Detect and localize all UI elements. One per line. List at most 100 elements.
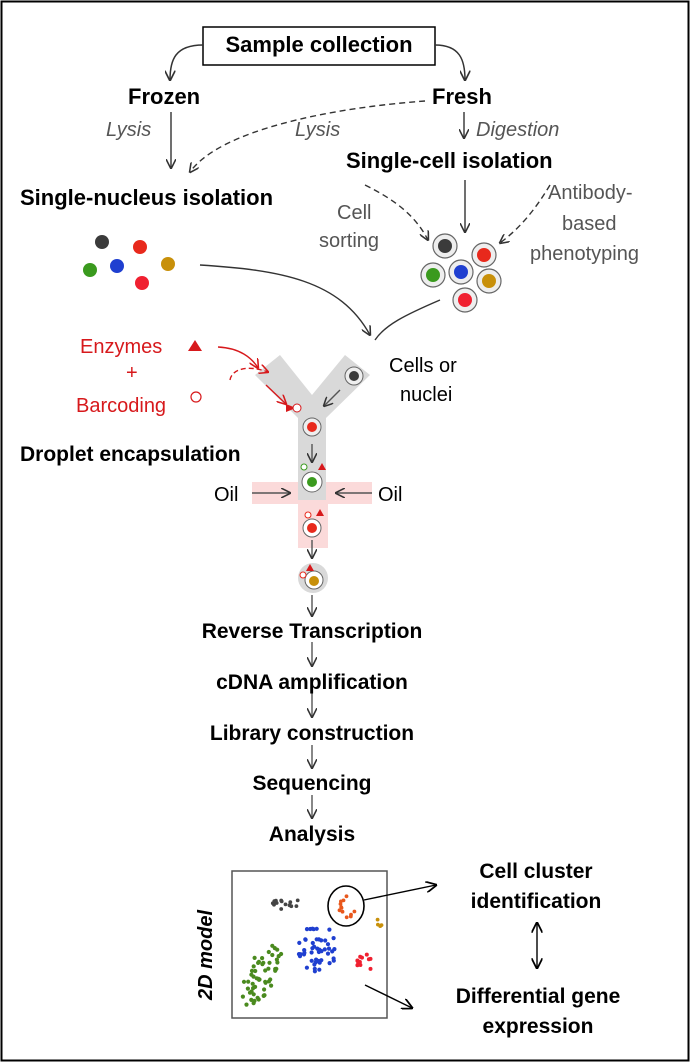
scatter-point [325, 951, 331, 956]
scatter-point [279, 907, 284, 911]
scatter-point [326, 946, 332, 951]
arrow-fresh-lysis [190, 100, 426, 172]
scatter-point [275, 960, 280, 965]
cell-sorting-label-1: Cell [337, 202, 372, 224]
arrow-cells-to-chip [374, 299, 441, 341]
scatter-point [269, 983, 274, 988]
scatter-point [275, 947, 280, 952]
scatter-point [270, 952, 275, 958]
step-analysis: Analysis [268, 823, 356, 846]
enzyme-triangle [306, 564, 314, 571]
nucleus-dot [83, 263, 97, 277]
scatter-point [331, 956, 336, 961]
droplet-encapsulation-label: Droplet encapsulation [20, 443, 241, 466]
nuclei-label: nuclei [400, 384, 453, 406]
scatter-point [266, 949, 271, 955]
barcode-bead [292, 403, 302, 413]
scatter-point [366, 957, 371, 962]
barcode-bead [190, 391, 202, 403]
cell-cluster-label-2: identification [470, 890, 602, 913]
scatter-point [251, 964, 256, 969]
lysis-right-label: Lysis [295, 119, 341, 141]
scatter-point [349, 912, 353, 917]
single-cell-isolation-label: Single-cell isolation [346, 148, 553, 173]
nucleus-dot [135, 276, 149, 290]
cell-cluster-label-1: Cell cluster [479, 860, 593, 883]
scatter-point [364, 952, 369, 957]
scatter-point [279, 951, 284, 957]
nucleus-dot [95, 235, 109, 249]
single-nucleus-isolation-label: Single-nucleus isolation [20, 185, 274, 210]
scatter-point [352, 909, 357, 914]
scatter-point [267, 960, 272, 965]
scatter-point [240, 994, 245, 999]
sample-collection-label: Sample collection [225, 32, 413, 57]
scatter-point [253, 968, 258, 974]
scatter-point [379, 923, 384, 927]
barcoding-label: Barcoding [76, 395, 167, 417]
digestion-label: Digestion [476, 119, 560, 141]
cluster-orange [337, 894, 357, 920]
arrow-antibody [500, 184, 551, 243]
cells-or-label: Cells or [389, 355, 457, 377]
scatter-point [272, 902, 276, 907]
step-reverse-transcription: Reverse Transcription [201, 620, 423, 643]
scatter-point [268, 977, 273, 982]
scatter-point [344, 915, 349, 920]
scatter-point [302, 948, 307, 953]
scatter-point [245, 986, 250, 991]
cell-sorting-label-2: sorting [319, 230, 380, 252]
cluster-red [355, 952, 373, 971]
scatter-point [252, 955, 257, 961]
scatter-point [312, 969, 317, 974]
scatter-point [283, 902, 288, 907]
scatter-point [330, 949, 335, 954]
scatter-point [294, 904, 299, 908]
scatter-point [288, 900, 293, 905]
scatter-point [250, 981, 255, 986]
scatter-point [323, 938, 328, 943]
scatter-point [331, 936, 336, 941]
arrow-inlet-red [265, 384, 286, 404]
antibody-label-2: based [562, 213, 617, 235]
scatter-point [256, 976, 261, 981]
step-library-construction: Library construction [209, 722, 415, 745]
model-2d-label: 2D model [195, 909, 217, 1000]
arrow-enzymes [217, 346, 258, 368]
scatter-point [246, 979, 251, 984]
scatter-point [249, 968, 255, 974]
scatter-point [317, 967, 322, 972]
scatter-point [325, 942, 331, 947]
scatter-point [309, 950, 314, 955]
scatter-point [274, 966, 279, 972]
scatter-point [319, 949, 324, 954]
scatter-point [304, 927, 310, 932]
chip-cell-red-core [307, 422, 317, 432]
scatter-point [256, 997, 261, 1002]
scatter-point [313, 960, 318, 965]
diff-gene-label-1: Differential gene [455, 985, 621, 1008]
scatter-point [266, 966, 271, 971]
sample-collection-box [202, 26, 436, 66]
arrow-to-cell-cluster [363, 885, 436, 901]
scatter-point [261, 993, 266, 998]
scatter-point [310, 946, 315, 951]
scatter-point [304, 965, 309, 970]
scatter-point [368, 966, 373, 971]
scatter-point [358, 954, 363, 959]
arrow-to-fresh [434, 44, 465, 80]
oil-right-label: Oil [378, 484, 403, 506]
droplet-gold-core [309, 576, 319, 586]
step-cdna-amplification: cDNA amplification [216, 671, 408, 694]
scatter-point [376, 922, 380, 927]
scatter-point [263, 968, 268, 973]
arrow-inlet-right [324, 389, 341, 406]
scatter-point [279, 898, 284, 903]
scatter-point [262, 987, 267, 992]
scatter-point [344, 894, 349, 899]
scatter-point [260, 956, 265, 961]
cluster-highlight-circle [327, 885, 365, 927]
arrow-cell-sorting [364, 184, 428, 240]
lysis-left-label: Lysis [106, 119, 152, 141]
